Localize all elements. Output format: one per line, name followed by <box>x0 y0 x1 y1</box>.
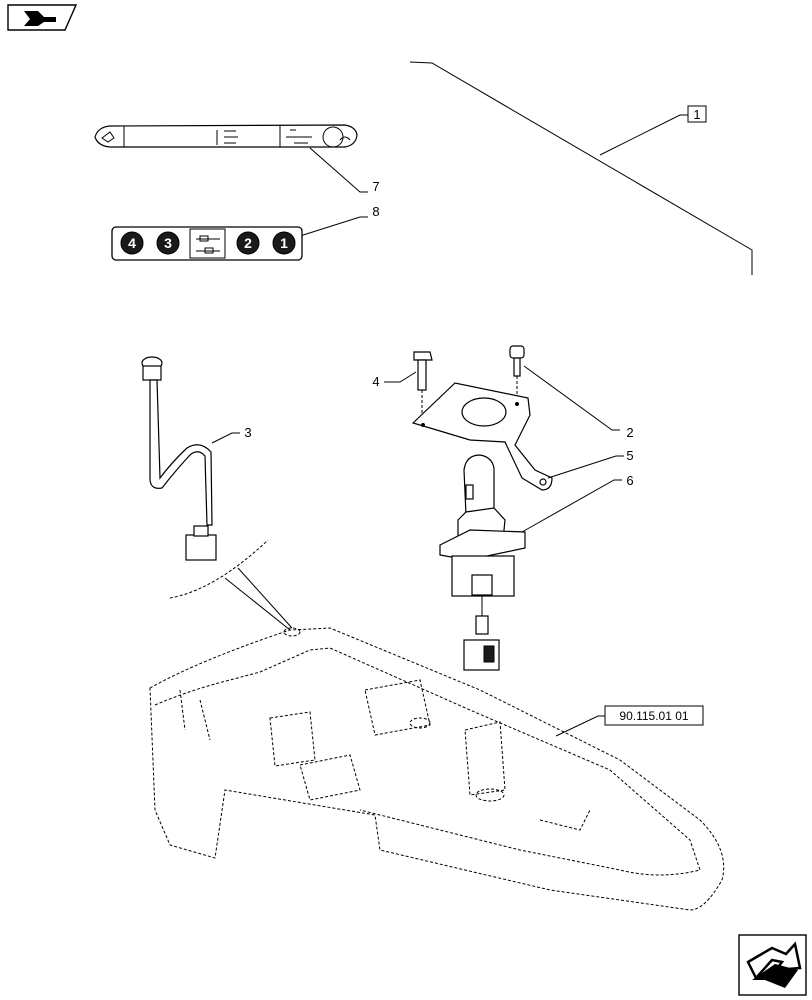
callout-7: 7 <box>372 179 379 194</box>
bolt-4 <box>413 351 433 420</box>
svg-text:90.115.01 01: 90.115.01 01 <box>619 709 689 723</box>
callout-line-2 <box>523 365 620 431</box>
screw-2 <box>509 345 525 410</box>
callout-6: 6 <box>626 473 633 488</box>
svg-text:1: 1 <box>693 107 700 122</box>
console-housing <box>149 539 725 911</box>
decal-badge: 1 <box>272 231 296 255</box>
callout-line-5 <box>547 455 624 479</box>
wiring-harness-3 <box>141 356 217 561</box>
callout-line-3 <box>211 432 240 444</box>
decal-7 <box>94 124 358 148</box>
callout-line-console <box>555 715 606 737</box>
callout-line-1 <box>409 61 753 275</box>
decal-badge: 3 <box>156 231 180 255</box>
svg-text:2: 2 <box>244 235 252 251</box>
decal-badge: 4 <box>120 231 144 255</box>
callout-4: 4 <box>372 374 379 389</box>
callout-line-7 <box>309 147 368 193</box>
next-page-button[interactable] <box>738 934 807 996</box>
callout-1: 1 <box>687 105 707 123</box>
callout-3: 3 <box>244 425 251 440</box>
arrow-forward-icon <box>746 941 802 988</box>
svg-text:1: 1 <box>280 235 288 251</box>
callout-line-8 <box>299 216 368 237</box>
callout-line-6 <box>521 479 622 533</box>
console-reference-callout: 90.115.01 01 <box>604 705 704 726</box>
bracket-5 <box>411 382 553 491</box>
decal-8: 4 3 2 1 <box>111 226 303 261</box>
joystick-6 <box>439 454 526 671</box>
svg-text:4: 4 <box>128 235 136 251</box>
previous-page-button[interactable] <box>7 4 78 31</box>
callout-line-4 <box>384 371 417 383</box>
callout-5: 5 <box>626 448 633 463</box>
svg-text:3: 3 <box>164 235 172 251</box>
callout-8: 8 <box>372 204 379 219</box>
decal-badge: 2 <box>236 231 260 255</box>
callout-2: 2 <box>626 425 633 440</box>
arrow-back-icon <box>24 11 56 26</box>
